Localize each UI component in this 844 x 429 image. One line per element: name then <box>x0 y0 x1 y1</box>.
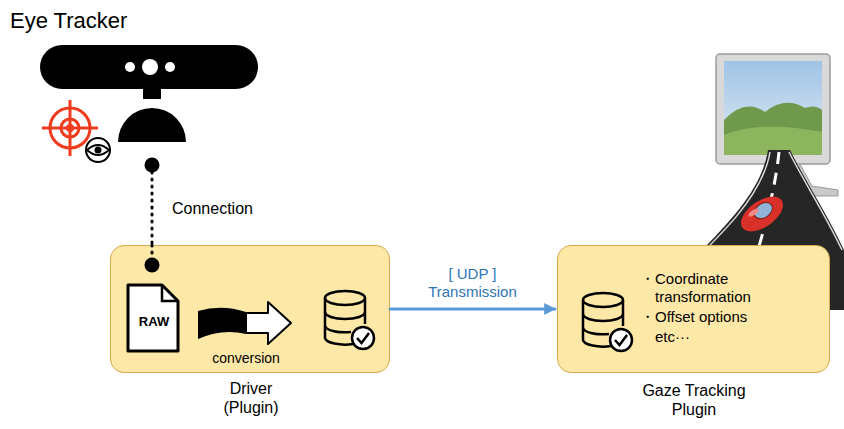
feature-item: ・Offset options <box>640 308 824 326</box>
device-title: Eye Tracker <box>10 8 210 34</box>
protocol-label: [ UDP ] Transmission <box>418 265 528 301</box>
step-label: conversion <box>191 350 301 367</box>
raw-file-icon <box>128 285 178 351</box>
connector-dot <box>145 158 160 173</box>
conversion-arrow-icon <box>198 302 291 344</box>
eye-icon <box>86 138 110 162</box>
eye-tracker-illustration <box>40 45 258 142</box>
connection-line <box>151 172 154 245</box>
connection-label: Connection <box>172 199 253 218</box>
connector-stub <box>151 245 154 259</box>
driver-box: RAWconversionDriver (Plugin) <box>110 245 390 373</box>
plugin-box: ・Coordinate transformation ・Offset option… <box>557 245 830 373</box>
box-heading: Driver (Plugin) <box>201 379 301 417</box>
device-node: Eye Tracker <box>5 5 265 172</box>
file-type-text: RAW <box>129 314 179 330</box>
car-illustration <box>735 190 789 239</box>
connector-dot <box>145 258 160 273</box>
target-icon <box>42 100 98 156</box>
database-check-icon <box>325 291 374 349</box>
transmission-arrow <box>390 308 555 311</box>
feature-note: etc··· <box>640 328 824 346</box>
box-heading: Gaze Tracking Plugin <box>624 381 764 419</box>
database-check-icon <box>583 293 632 351</box>
feature-item: ・Coordinate transformation <box>640 270 824 306</box>
